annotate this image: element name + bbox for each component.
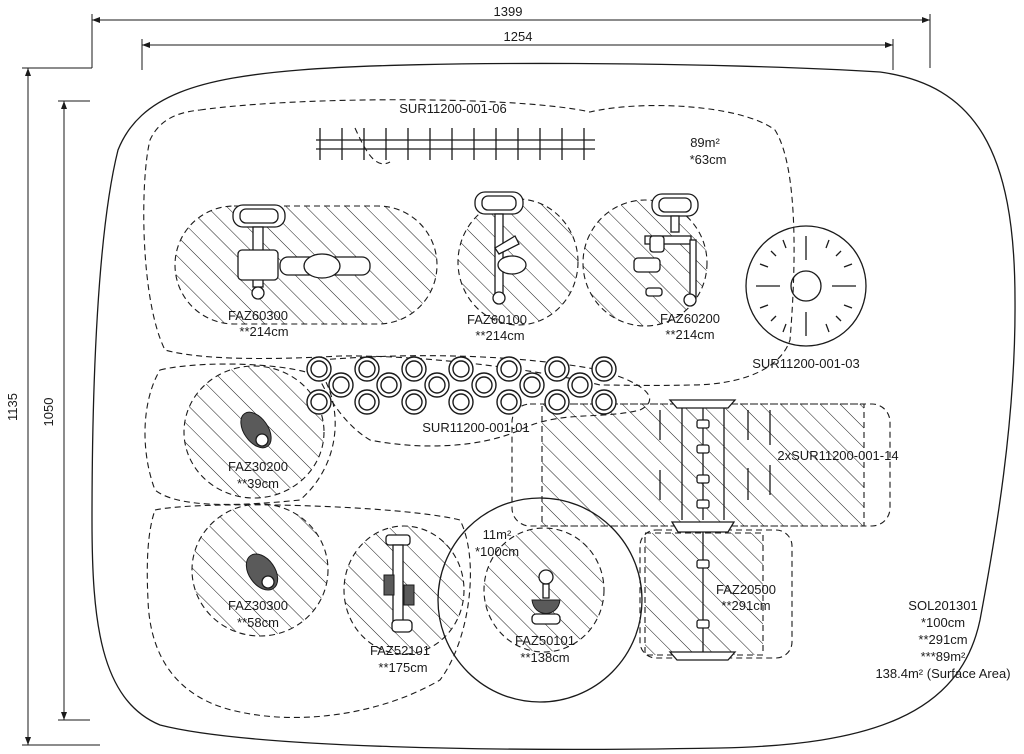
faz30200-equipment	[240, 411, 272, 449]
bottom-left-zone-outline	[146, 504, 471, 719]
rings-zone-outline	[319, 355, 651, 447]
rings-code-label: SUR11200-001-01	[422, 420, 529, 435]
faz30300-code-label: FAZ30300	[228, 598, 288, 613]
stepping-rings-equipment	[306, 356, 617, 415]
legend-line-2: **291cm	[918, 632, 967, 647]
faz50101-code-label: FAZ50101	[515, 633, 575, 648]
legend-line-3: ***89m²	[921, 649, 966, 664]
ladder-zone-notch	[354, 127, 391, 165]
faz50101-height-label: **138cm	[520, 650, 569, 665]
horizontal-ladder-equipment	[316, 127, 595, 165]
faz30300-height-label: **58cm	[237, 615, 279, 630]
circle-height-label: *100cm	[475, 544, 519, 559]
faz50101-fall-circle	[437, 497, 643, 703]
faz52101-height-label: **175cm	[378, 660, 427, 675]
overall-width-label: 1399	[494, 4, 523, 19]
faz30300-equipment	[245, 553, 279, 591]
faz50101-equipment	[531, 569, 561, 625]
faz20500-code-label: FAZ20500	[716, 582, 776, 597]
sur03-code-label: SUR11200-001-03	[752, 356, 859, 371]
faz52101-equipment	[383, 534, 415, 633]
faz60200-height-label: **214cm	[665, 327, 714, 342]
faz20500-equipment	[668, 532, 737, 661]
bridge-equipment	[659, 399, 771, 533]
faz20500-height-label: **291cm	[721, 598, 770, 613]
bridge-code-label: 2xSUR11200-001-14	[777, 448, 898, 463]
faz60300-code-label: FAZ60300	[228, 308, 288, 323]
top-ladder-code-label: SUR11200-001-06	[399, 101, 506, 116]
upper-zone-outline	[143, 99, 795, 386]
inner-height-label: 1050	[41, 398, 56, 427]
faz52101-code-label: FAZ52101	[370, 643, 430, 658]
spinner-wheel-equipment	[745, 225, 867, 347]
faz60100-code-label: FAZ60100	[467, 312, 527, 327]
inner-width-label: 1254	[504, 29, 533, 44]
faz30200-height-label: **39cm	[237, 476, 279, 491]
faz60300-equipment	[232, 204, 371, 300]
overall-height-label: 1135	[5, 393, 20, 421]
legend-block: SOL201301 *100cm **291cm ***89m² 138.4m²…	[875, 598, 1010, 681]
left-zone-outline	[144, 363, 336, 506]
faz60200-equipment	[633, 193, 699, 307]
legend-title: SOL201301	[908, 598, 977, 613]
faz60100-height-label: **214cm	[475, 328, 524, 343]
dimension-overall-width: 1399	[91, 4, 931, 68]
faz20500-zone	[644, 532, 764, 656]
dimension-inner-height: 1050	[41, 100, 90, 721]
circle-area-label: 11m²	[483, 527, 512, 542]
upper-height-label: *63cm	[690, 152, 727, 167]
legend-line-4: 138.4m² (Surface Area)	[875, 666, 1010, 681]
dimension-overall-height: 1135	[5, 67, 100, 746]
faz60200-code-label: FAZ60200	[660, 311, 720, 326]
faz60100-equipment	[474, 191, 527, 305]
upper-area-label: 89m²	[690, 135, 720, 150]
surface-area-outline	[91, 62, 1016, 751]
legend-line-1: *100cm	[921, 615, 965, 630]
faz60300-height-label: **214cm	[239, 324, 288, 339]
faz30200-code-label: FAZ30200	[228, 459, 288, 474]
equipment-labels: SUR11200-001-06 89m² *63cm FAZ60300 **21…	[228, 101, 899, 675]
dimension-inner-width: 1254	[141, 29, 894, 70]
